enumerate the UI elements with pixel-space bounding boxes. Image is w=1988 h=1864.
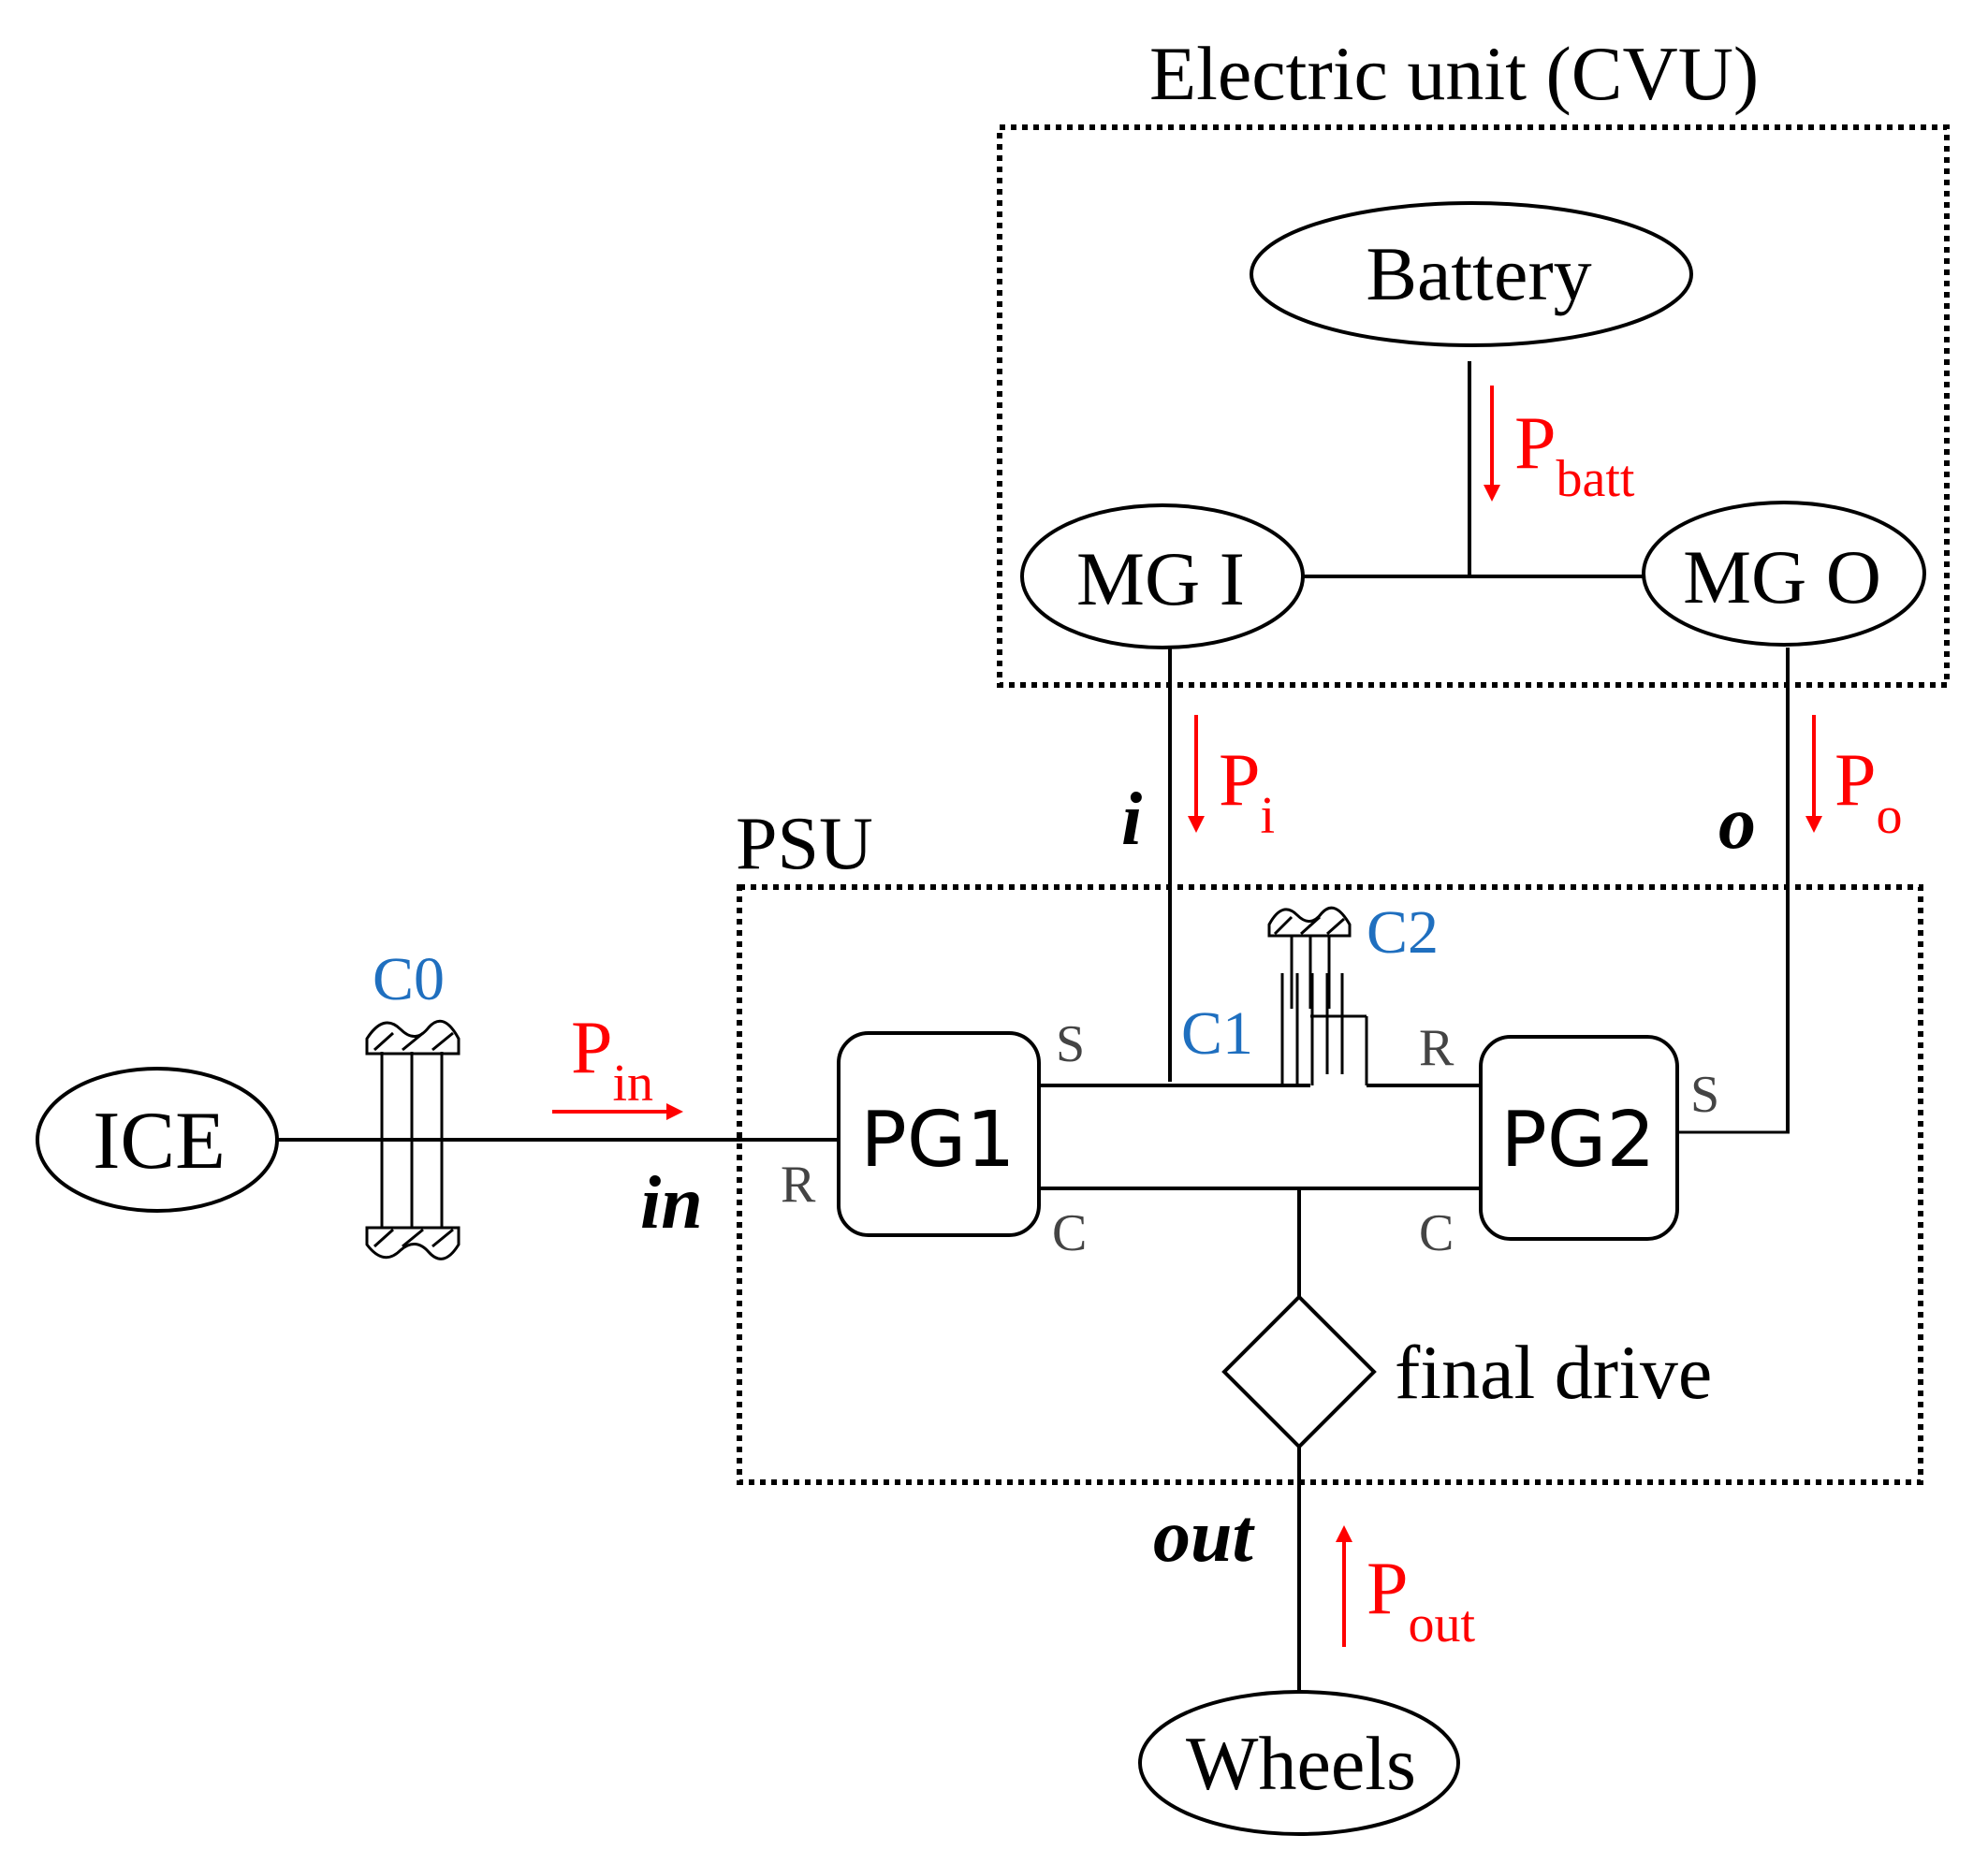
pg1-port-r: R — [781, 1156, 816, 1214]
ice-label: ICE — [93, 1096, 226, 1187]
p-in-label: Pin — [571, 1007, 653, 1113]
final-drive-label: final drive — [1395, 1330, 1712, 1415]
battery-label: Battery — [1366, 231, 1591, 316]
wheels-node: Wheels — [1138, 1690, 1460, 1836]
ice-node: ICE — [36, 1067, 279, 1213]
p-out-label: Pout — [1367, 1548, 1476, 1653]
pg2-label: PG2 — [1500, 1096, 1655, 1185]
mg-o-node: MG O — [1642, 501, 1926, 647]
clutch-c1-label: C1 — [1181, 999, 1253, 1068]
clutch-c0 — [365, 1019, 460, 1260]
wheels-label: Wheels — [1186, 1721, 1416, 1806]
clutch-c2 — [1267, 906, 1352, 1009]
p-i-label: Pi — [1219, 739, 1275, 845]
pg1-port-s: S — [1056, 1015, 1085, 1073]
psu-title: PSU — [736, 803, 873, 885]
shaft-label-out: out — [1153, 1495, 1255, 1578]
cvu-boundary — [997, 124, 1950, 688]
p-o-label: Po — [1835, 739, 1903, 845]
shaft-label-o: o — [1718, 782, 1756, 865]
shaft-label-in: in — [640, 1162, 703, 1245]
battery-node: Battery — [1250, 201, 1693, 347]
pg1-label: PG1 — [860, 1096, 1015, 1185]
shaft-label-i: i — [1121, 779, 1142, 861]
p-batt-label: Pbatt — [1514, 402, 1635, 508]
mg-i-node: MG I — [1020, 503, 1305, 649]
clutch-c2-label: C2 — [1367, 898, 1439, 967]
clutch-c0-label: C0 — [373, 945, 445, 1013]
mg-i-label: MG I — [1076, 536, 1245, 621]
cvu-title: Electric unit (CVU) — [1149, 31, 1759, 116]
final-drive-node — [1221, 1294, 1377, 1449]
pg1-port-c: C — [1052, 1204, 1087, 1262]
pg1-node: PG1 — [837, 1031, 1041, 1237]
pg2-port-r: R — [1419, 1019, 1454, 1077]
clutch-c1 — [1280, 973, 1344, 1085]
pg2-port-s: S — [1690, 1066, 1719, 1124]
mg-o-label: MG O — [1683, 534, 1881, 619]
pg2-port-c: C — [1419, 1204, 1454, 1262]
pg2-node: PG2 — [1479, 1035, 1679, 1241]
